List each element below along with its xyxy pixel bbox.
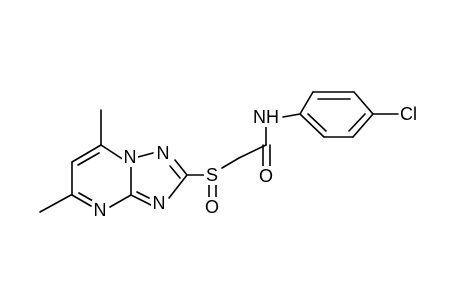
bond-n1-c2 <box>174 159 188 176</box>
bond-n8-n1 <box>137 152 154 158</box>
bond-ar4-ar5 <box>352 113 374 138</box>
bond-ar-double-right <box>348 113 366 132</box>
bond-ar1-ar2 <box>299 91 314 115</box>
bond-n1-c2-double <box>169 165 181 179</box>
bond-nh-aryl <box>282 113 301 118</box>
bond-ar6-ar1 <box>299 113 325 138</box>
bond-c5-n4-double <box>78 192 94 202</box>
atom-label-n1: N <box>157 143 170 163</box>
bond-ar3-ar4 <box>353 91 374 115</box>
atom-label-s: S <box>206 165 218 185</box>
atom-label-o-carbonyl: O <box>259 166 273 186</box>
bond-n4-c3a <box>109 194 132 208</box>
atom-labels: N N N N S O O NH Cl <box>92 104 423 220</box>
bond-c5-methyl <box>39 194 72 213</box>
bond-c2-n3 <box>168 174 188 199</box>
bond-c7-c6 <box>71 144 102 163</box>
bond-c7-n8 <box>100 144 125 161</box>
bond-c7-c6-double <box>77 152 100 166</box>
atom-label-n4: N <box>94 200 107 220</box>
atom-label-cl: Cl <box>400 104 417 124</box>
atom-label-o-sulfonyl: O <box>205 197 219 217</box>
bonds <box>39 91 399 213</box>
atom-label-nh: NH <box>253 107 279 127</box>
bond-n3-c3a-double <box>136 191 150 199</box>
bond-ch2-co <box>238 144 267 159</box>
atom-label-n3: N <box>153 193 166 213</box>
atom-label-n8: N <box>124 147 137 167</box>
bond-c5-n4 <box>71 194 92 207</box>
bond-ar-double-left <box>307 113 327 132</box>
bond-n3-c3a <box>130 194 152 206</box>
bond-s-ch2 <box>221 157 240 169</box>
